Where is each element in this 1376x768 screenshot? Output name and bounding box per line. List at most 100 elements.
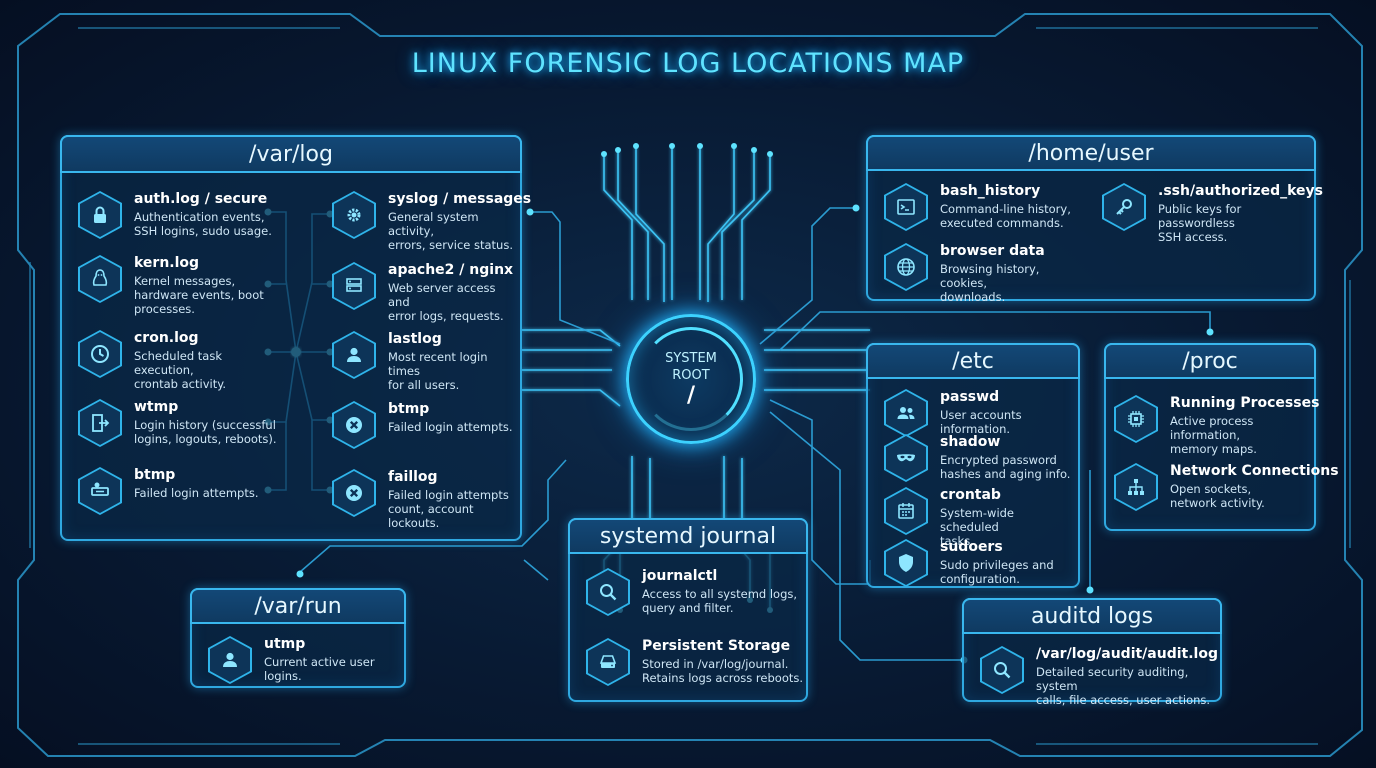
item-title: sudoers xyxy=(940,539,1003,555)
list-item: shadow Encrypted password hashes and agi… xyxy=(884,434,1074,482)
gear-icon xyxy=(332,191,376,239)
penguin-icon xyxy=(78,255,122,303)
root-label-line1: SYSTEM xyxy=(665,351,717,366)
item-title: /var/log/audit/audit.log xyxy=(1036,646,1218,662)
lock-icon xyxy=(78,191,122,239)
auditd-logs-title: auditd logs xyxy=(962,598,1222,634)
item-desc: Encrypted password hashes and aging info… xyxy=(940,453,1071,481)
item-title: Persistent Storage xyxy=(642,638,791,654)
item-title: passwd xyxy=(940,389,1000,405)
item-desc: Failed login attempts. xyxy=(388,420,513,434)
item-desc: Public keys for passwordless SSH access. xyxy=(1158,202,1242,244)
list-item: apache2 / nginx Web server access and er… xyxy=(332,262,517,323)
item-title: bash_history xyxy=(940,183,1041,199)
list-item: Running Processes Active process informa… xyxy=(1114,395,1319,456)
home-user-title: /home/user xyxy=(866,135,1316,171)
item-title: Running Processes xyxy=(1170,395,1320,411)
item-desc: Browsing history, cookies, downloads. xyxy=(940,262,1040,304)
item-desc: Access to all systemd logs, query and fi… xyxy=(642,587,798,615)
list-item: crontab System-wide scheduled tasks. xyxy=(884,487,1074,548)
list-item: cron.log Scheduled task execution, cront… xyxy=(78,330,278,391)
etc-panel: /etc passwd User accounts information. s… xyxy=(866,343,1080,588)
item-desc: Stored in /var/log/journal. Retains logs… xyxy=(642,657,804,685)
root-symbol: / xyxy=(686,383,696,408)
item-title: btmp xyxy=(388,401,430,417)
users-icon xyxy=(884,389,928,437)
x-circle-icon xyxy=(332,401,376,449)
list-item: Network Connections Open sockets, networ… xyxy=(1114,463,1339,519)
item-desc: Kernel messages, hardware events, boot p… xyxy=(134,274,264,316)
drive-icon xyxy=(586,638,630,686)
list-item: .ssh/authorized_keys Public keys for pas… xyxy=(1102,183,1323,244)
search-icon xyxy=(586,568,630,616)
door-exit-icon xyxy=(78,399,122,447)
systemd-journal-title: systemd journal xyxy=(568,518,808,554)
item-title: Network Connections xyxy=(1170,463,1339,479)
item-desc: User accounts information. xyxy=(940,408,1022,436)
item-desc: Failed login attempts count, account loc… xyxy=(388,488,509,530)
shield-icon xyxy=(884,539,928,587)
item-desc: Active process information, memory maps. xyxy=(1170,414,1257,456)
item-desc: Detailed security auditing, system calls… xyxy=(1036,665,1211,707)
item-title: btmp xyxy=(134,467,176,483)
list-item: bash_history Command-line history, execu… xyxy=(884,183,1084,239)
server-icon xyxy=(332,262,376,310)
item-title: crontab xyxy=(940,487,1001,503)
item-desc: Most recent login times for all users. xyxy=(388,350,488,392)
list-item: auth.log / secure Authentication events,… xyxy=(78,191,278,247)
item-title: faillog xyxy=(388,469,438,485)
root-label-line2: ROOT xyxy=(672,368,710,383)
key-icon xyxy=(1102,183,1146,231)
item-title: cron.log xyxy=(134,330,199,346)
clock-icon xyxy=(78,330,122,378)
home-user-panel: /home/user bash_history Command-line his… xyxy=(866,135,1323,304)
list-item: utmp Current active user logins. xyxy=(208,636,404,686)
item-title: lastlog xyxy=(388,331,442,347)
var-log-title: /var/log xyxy=(60,135,522,173)
list-item: lastlog Most recent login times for all … xyxy=(332,331,517,392)
item-title: journalctl xyxy=(642,568,718,584)
proc-title: /proc xyxy=(1104,343,1316,379)
page-title: LINUX FORENSIC LOG LOCATIONS MAP xyxy=(411,48,965,79)
list-item: wtmp Login history (successful logins, l… xyxy=(78,399,278,455)
item-desc: Sudo privileges and configuration. xyxy=(940,558,1054,586)
item-desc: System-wide scheduled tasks. xyxy=(940,506,1015,548)
item-title: kern.log xyxy=(134,255,200,271)
calendar-icon xyxy=(884,487,928,535)
item-title: shadow xyxy=(940,434,1001,450)
user-icon xyxy=(208,636,252,684)
list-item: btmp Failed login attempts. xyxy=(78,467,278,523)
var-run-panel: /var/run utmp Current active user logins… xyxy=(190,588,406,688)
list-item: btmp Failed login attempts. xyxy=(332,401,517,457)
etc-title: /etc xyxy=(866,343,1080,379)
list-item: browser data Browsing history, cookies, … xyxy=(884,243,1084,304)
failed-login-icon xyxy=(78,467,122,515)
item-desc: Command-line history, executed commands. xyxy=(940,202,1071,230)
root-ring xyxy=(639,327,743,431)
item-title: syslog / messages xyxy=(388,191,532,207)
globe-icon xyxy=(884,243,928,291)
item-desc: Web server access and error logs, reques… xyxy=(388,281,504,323)
chip-icon xyxy=(1114,395,1158,443)
list-item: journalctl Access to all systemd logs, q… xyxy=(586,568,806,624)
item-title: browser data xyxy=(940,243,1045,259)
systemd-journal-panel: systemd journal journalctl Access to all… xyxy=(568,518,808,702)
list-item: /var/log/audit/audit.log Detailed securi… xyxy=(980,646,1220,707)
item-title: wtmp xyxy=(134,399,179,415)
x-circle-icon xyxy=(332,469,376,517)
item-title: apache2 / nginx xyxy=(388,262,514,278)
item-desc: Current active user logins. xyxy=(264,655,375,683)
list-item: faillog Failed login attempts count, acc… xyxy=(332,469,517,530)
item-desc: Login history (successful logins, logout… xyxy=(134,418,277,446)
search-icon xyxy=(980,646,1024,694)
item-title: utmp xyxy=(264,636,306,652)
system-root-node: SYSTEM ROOT / xyxy=(626,314,756,444)
item-title: .ssh/authorized_keys xyxy=(1158,183,1324,199)
list-item: syslog / messages General system activit… xyxy=(332,191,531,252)
list-item: sudoers Sudo privileges and configuratio… xyxy=(884,539,1074,587)
mask-icon xyxy=(884,434,928,482)
var-log-panel: /var/log auth.log / secure Authenticatio… xyxy=(60,135,531,541)
network-icon xyxy=(1114,463,1158,511)
list-item: Persistent Storage Stored in /var/log/jo… xyxy=(586,638,806,694)
var-run-title: /var/run xyxy=(190,588,406,624)
